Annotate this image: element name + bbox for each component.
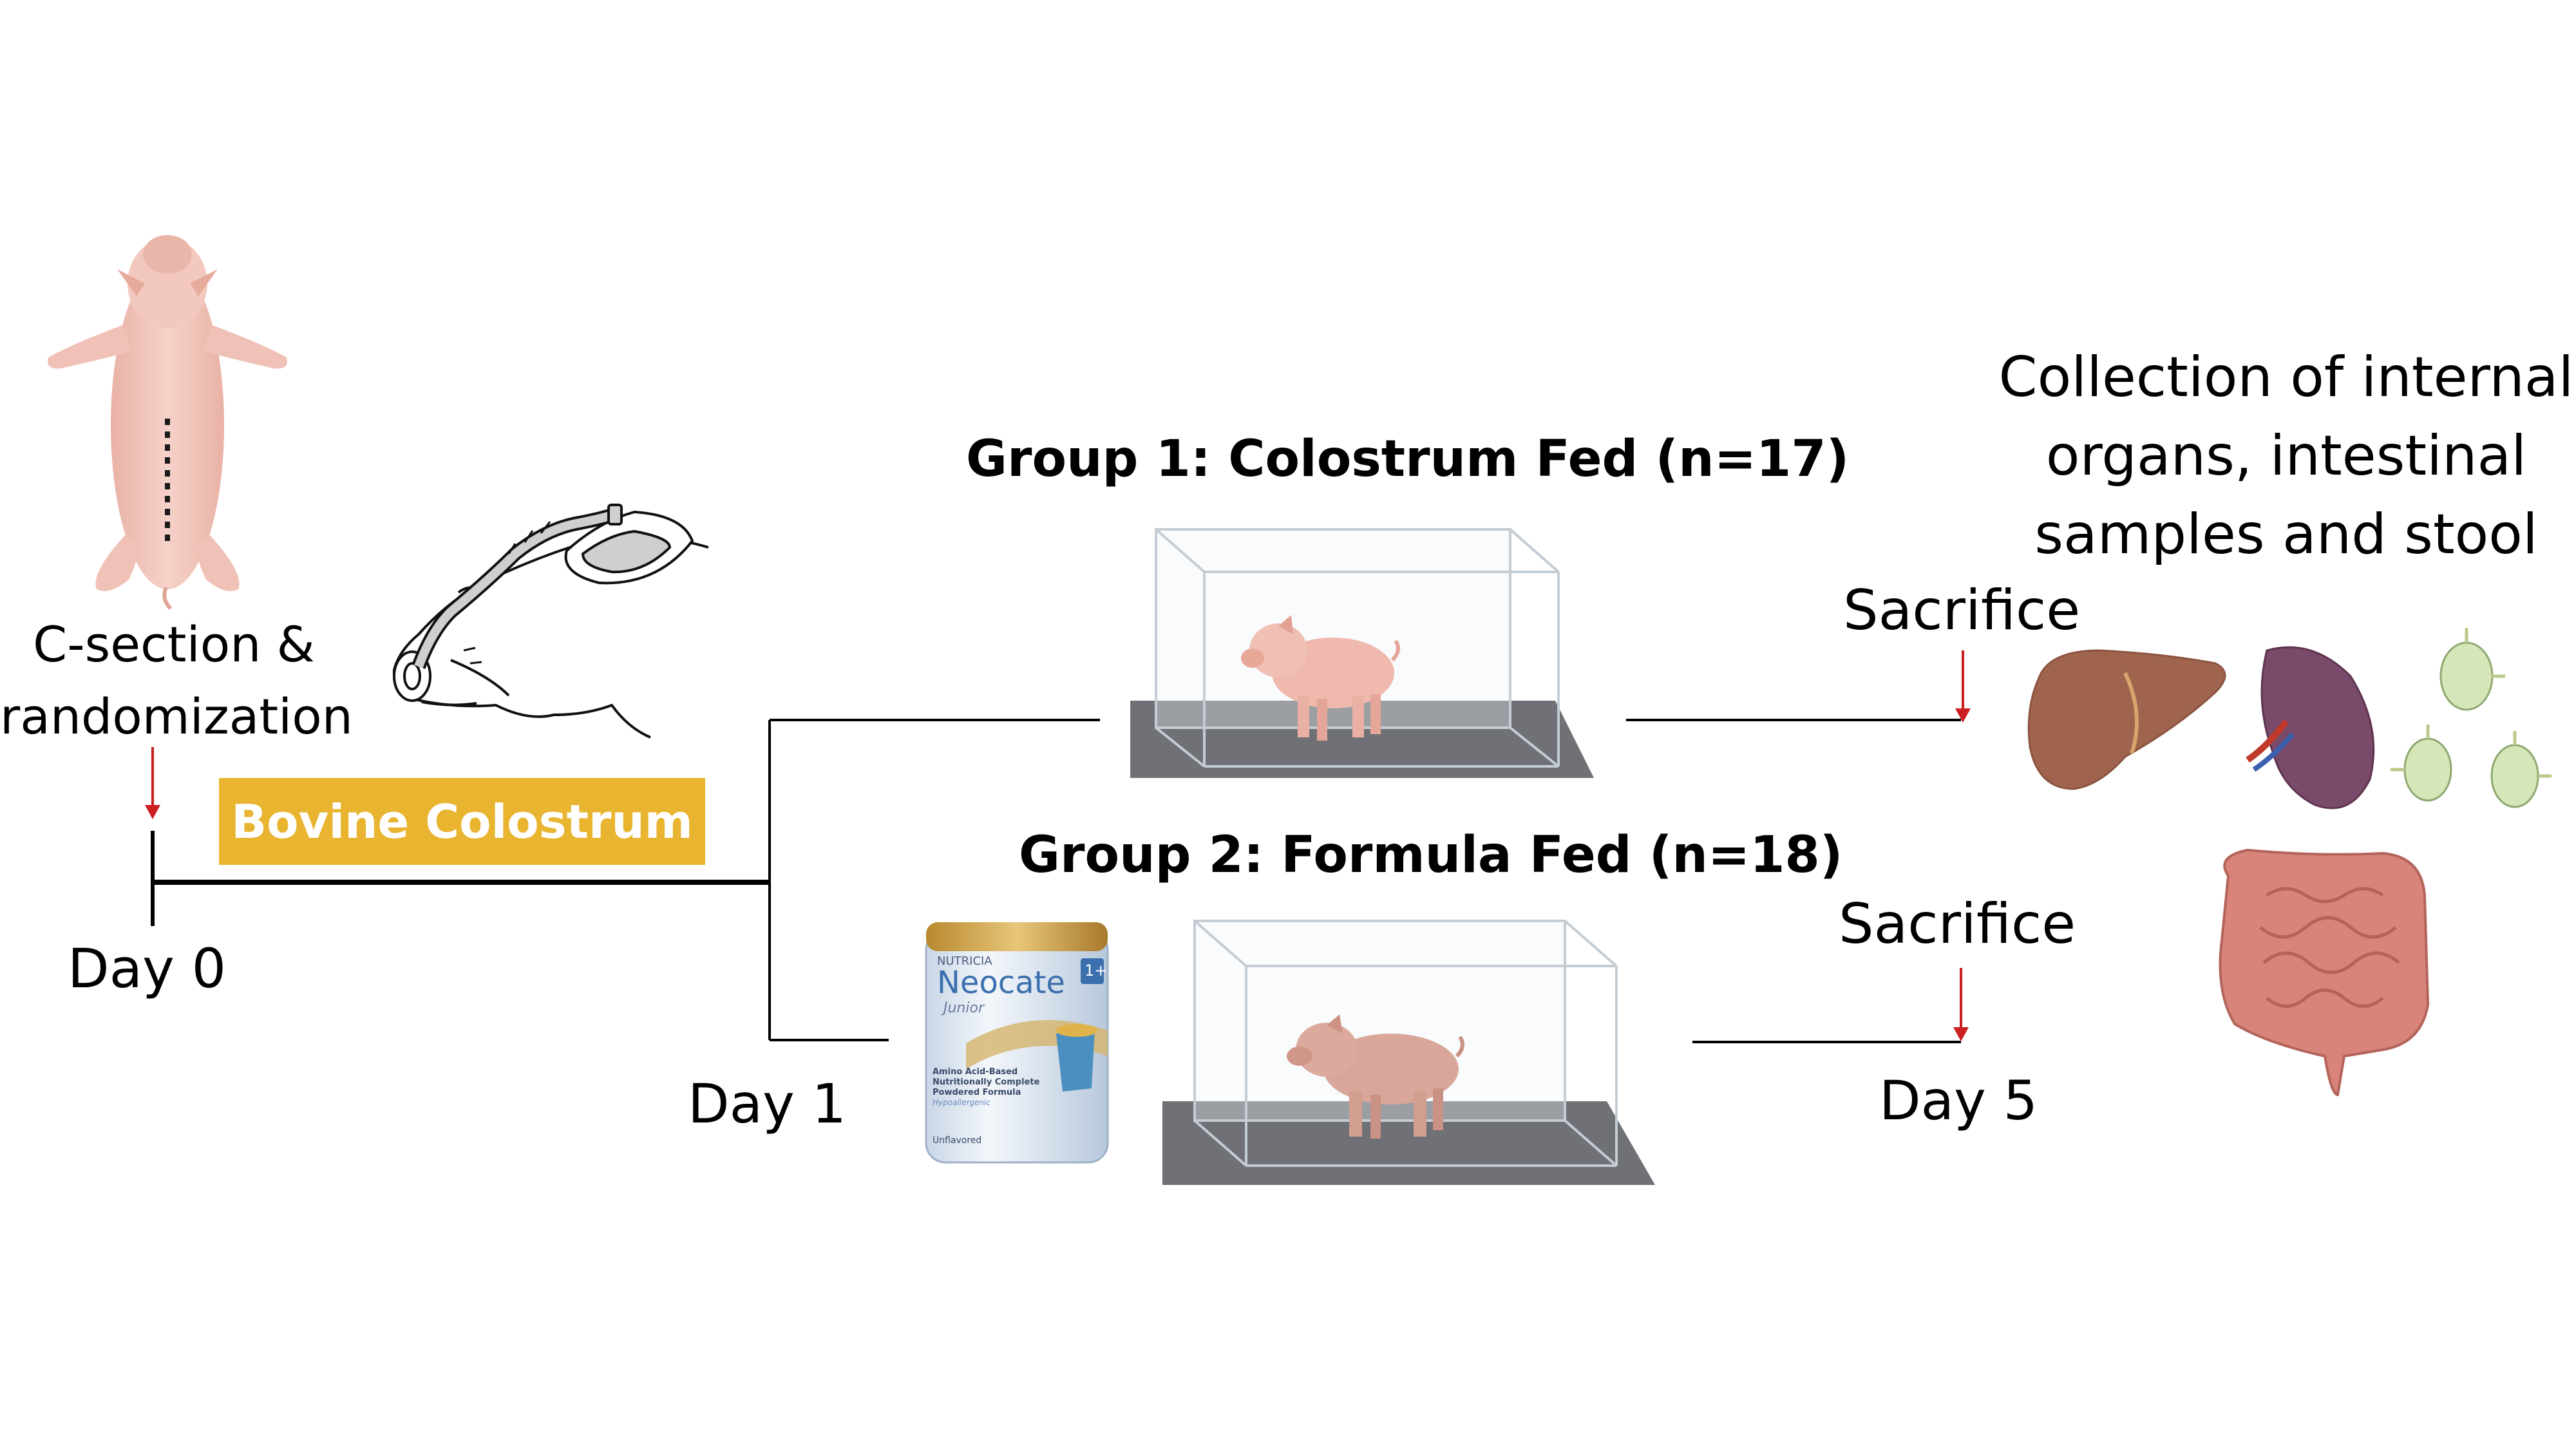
pig-in-cage-icon — [1241, 615, 1400, 741]
can-flavor: Unflavored — [933, 1135, 981, 1146]
cage-2 — [1162, 920, 1655, 1185]
group2-label: Group 2: Formula Fed (n=18) — [1019, 826, 1843, 884]
formula-can-icon: 1+ NUTRICIA Neocate Junior Amino Acid-Ba… — [925, 922, 1109, 1164]
pig-in-cage-icon — [1287, 1014, 1464, 1139]
sacrifice1-arrow — [1955, 650, 1971, 723]
intestine-icon — [2219, 848, 2430, 1097]
sacrifice-label-2: Sacrifice — [1839, 892, 2076, 956]
can-sub: Junior — [941, 1000, 985, 1016]
can-hypo: Hypoallergenic — [933, 1098, 990, 1107]
sacrifice-label-1: Sacrifice — [1843, 578, 2081, 643]
can-brand: NUTRICIA — [937, 954, 992, 968]
collection-label: Collection of internal organs, intestina… — [1996, 338, 2576, 574]
can-age: 1+ — [1084, 961, 1107, 980]
can-desc-1: Amino Acid-Based — [933, 1067, 1018, 1077]
day0-arrow — [145, 747, 160, 819]
collection-line-1: Collection of internal — [1998, 345, 2574, 410]
day1-label: Day 1 — [688, 1072, 847, 1135]
timeline — [151, 719, 1961, 1043]
cage-1 — [1130, 528, 1594, 778]
day0-label: Day 0 — [68, 937, 227, 1000]
collection-line-2: organs, intestinal — [2045, 424, 2527, 488]
pig-top-view-icon — [48, 235, 287, 611]
lymph-node-icon — [2391, 628, 2552, 808]
arrows — [145, 650, 1971, 1041]
c-section-line-1: C-section & — [33, 616, 315, 673]
pig-tube-feeding-icon — [392, 504, 709, 739]
can-product: Neocate — [937, 965, 1065, 1001]
bovine-colostrum-box: Bovine Colostrum — [219, 778, 705, 865]
c-section-label: C-section & randomization — [0, 609, 353, 753]
sacrifice2-arrow — [1953, 968, 1969, 1041]
can-desc-3: Powdered Formula — [933, 1088, 1021, 1097]
can-desc-2: Nutritionally Complete — [933, 1077, 1040, 1087]
liver-icon — [2027, 649, 2226, 790]
c-section-line-2: randomization — [0, 688, 353, 745]
group1-label: Group 1: Colostrum Fed (n=17) — [966, 430, 1850, 488]
day5-label: Day 5 — [1879, 1069, 2038, 1132]
bovine-colostrum-label: Bovine Colostrum — [231, 794, 693, 849]
spleen-icon — [2246, 646, 2375, 810]
collection-line-3: samples and stool — [2034, 502, 2538, 567]
